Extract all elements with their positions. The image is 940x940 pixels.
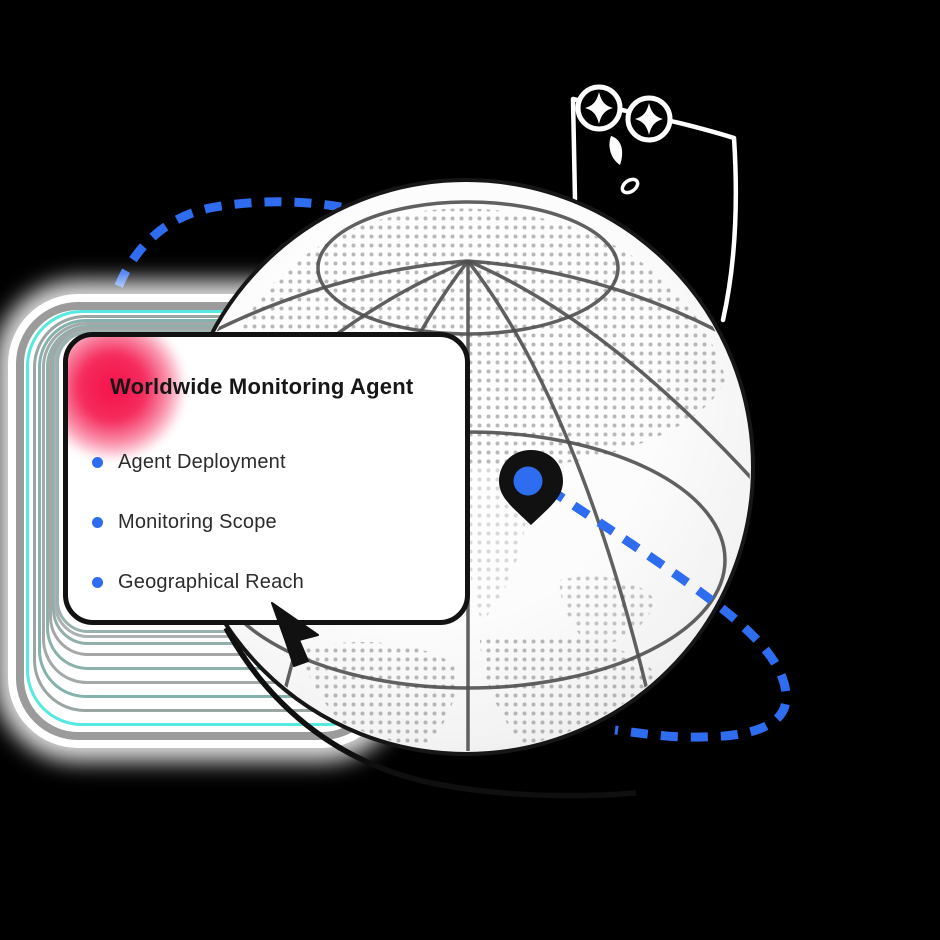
bullet-dot-icon xyxy=(92,456,103,468)
feature-item-geographical-reach: Geographical Reach xyxy=(92,569,304,595)
feature-label: Agent Deployment xyxy=(118,450,286,473)
location-pin-icon[interactable] xyxy=(499,450,563,525)
cursor-arrow-icon xyxy=(271,602,319,667)
sparkle-star xyxy=(635,103,663,135)
bullet-dot-icon xyxy=(92,516,103,528)
comma-mark xyxy=(609,136,623,165)
bullet-dot-icon xyxy=(92,576,103,588)
sparkle-star xyxy=(585,92,613,124)
feature-item-agent-deployment: Agent Deployment xyxy=(92,449,286,475)
page-outline xyxy=(570,84,739,323)
bottom-swoosh xyxy=(223,626,637,799)
feature-card: Worldwide Monitoring Agent Agent Deploym… xyxy=(63,332,470,625)
oval-mark xyxy=(620,177,640,195)
red-glow xyxy=(68,337,185,460)
feature-item-monitoring-scope: Monitoring Scope xyxy=(92,509,277,535)
feature-label: Geographical Reach xyxy=(118,570,304,593)
card-title: Worldwide Monitoring Agent xyxy=(110,374,414,399)
pin-dash-loop xyxy=(546,485,791,742)
feature-label: Monitoring Scope xyxy=(118,510,277,533)
